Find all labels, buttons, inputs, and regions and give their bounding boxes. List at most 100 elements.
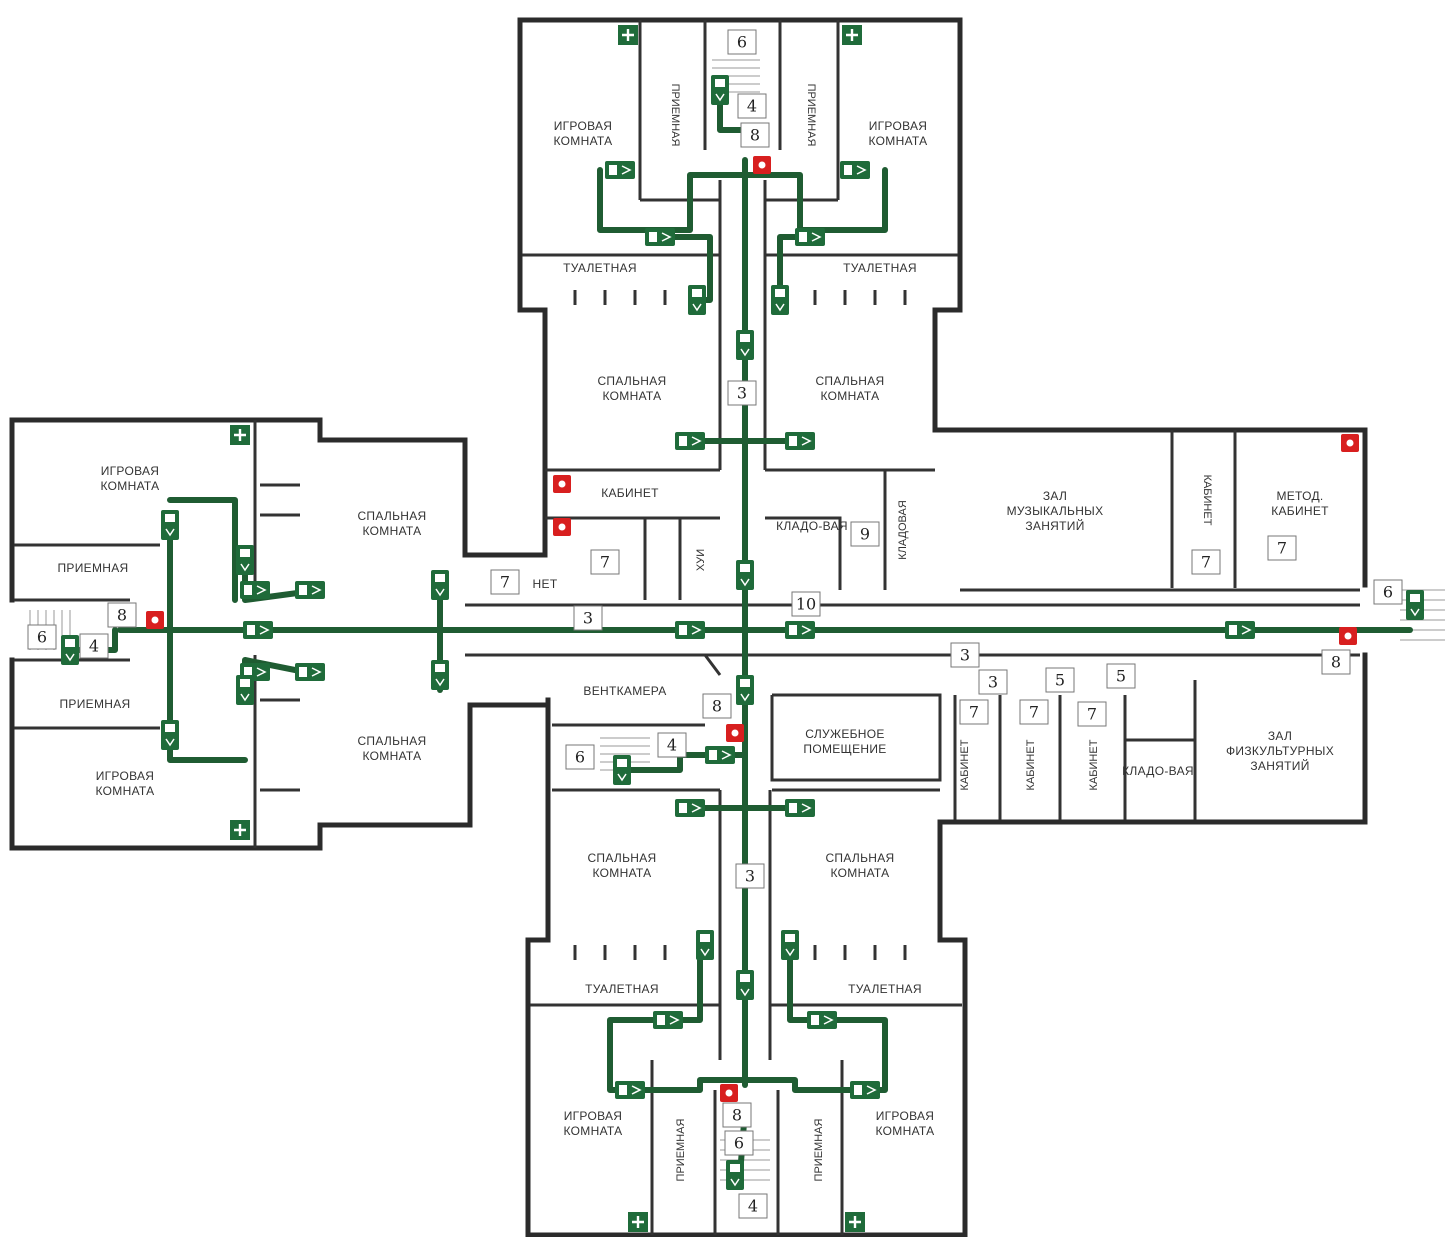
- room-label-toilet-n-right: ТУАЛЕТНАЯ: [843, 261, 917, 275]
- number-marker-value: 10: [796, 595, 816, 614]
- room-label-reception-n-left: ПРИЕМНАЯ: [669, 84, 681, 147]
- number-marker-n-4-bottom: 4: [738, 1193, 768, 1219]
- number-marker-value: 4: [747, 97, 757, 116]
- number-marker-value: 8: [732, 1106, 742, 1125]
- number-marker-value: 7: [1087, 705, 1097, 724]
- number-marker-n-8-west: 8: [107, 602, 137, 628]
- first-aid-cross-icon: [842, 25, 862, 45]
- number-marker-value: 7: [600, 553, 610, 572]
- room-label-office-s1: КАБИНЕТ: [959, 739, 971, 790]
- number-marker-value: 3: [988, 673, 998, 692]
- number-marker-n-10: 10: [791, 591, 821, 617]
- number-marker-value: 8: [750, 126, 760, 145]
- emergency-exit-sign-icon: [236, 545, 254, 575]
- number-marker-value: 6: [737, 33, 747, 52]
- number-marker-n-6-east: 6: [1373, 579, 1403, 605]
- room-label-pantry-center: КЛАДО-ВАЯ: [776, 519, 848, 533]
- room-label-pantry-s: КЛАДО-ВАЯ: [1122, 764, 1194, 778]
- room-label-storage-vertical: КЛАДОВАЯ: [897, 500, 909, 560]
- room-label-reception-s-right: ПРИЕМНАЯ: [813, 1119, 825, 1182]
- emergency-exit-sign-icon: [61, 635, 79, 665]
- emergency-exit-sign-icon: [243, 621, 273, 639]
- fire-extinguisher-sign-icon: [753, 156, 771, 174]
- emergency-exit-sign-icon: [161, 720, 179, 750]
- number-marker-value: 8: [1331, 653, 1341, 672]
- room-label-toilet-s-left: ТУАЛЕТНАЯ: [585, 982, 659, 996]
- number-marker-n-6-vent: 6: [565, 744, 595, 770]
- emergency-exit-sign-icon: [161, 510, 179, 540]
- emergency-exit-sign-icon: [807, 1011, 837, 1029]
- number-marker-value: 6: [37, 628, 47, 647]
- first-aid-cross-icon: [618, 25, 638, 45]
- first-aid-cross-icon: [230, 820, 250, 840]
- number-marker-value: 8: [712, 697, 722, 716]
- emergency-exit-sign-icon: [295, 663, 325, 681]
- number-marker-value: 9: [860, 525, 870, 544]
- safety-signs: [61, 25, 1424, 1232]
- number-marker-value: 6: [1383, 583, 1393, 602]
- number-marker-n-8-vent: 8: [702, 693, 732, 719]
- number-marker-n-7-wc: 7: [490, 569, 520, 595]
- emergency-exit-sign-icon: [785, 432, 815, 450]
- number-marker-n-5-s1: 5: [1045, 667, 1075, 693]
- emergency-exit-sign-icon: [785, 799, 815, 817]
- emergency-exit-sign-icon: [696, 930, 714, 960]
- room-label-office-center: КАБИНЕТ: [601, 486, 659, 500]
- emergency-exit-sign-icon: [850, 1081, 880, 1099]
- emergency-exit-sign-icon: [705, 746, 735, 764]
- emergency-exit-sign-icon: [675, 621, 705, 639]
- number-marker-n-4-vent: 4: [657, 732, 687, 758]
- room-label-ventilation: ВЕНТКАМЕРА: [583, 684, 666, 698]
- room-label-reception-w-top: ПРИЕМНАЯ: [58, 561, 129, 575]
- number-marker-value: 4: [89, 637, 99, 656]
- emergency-exit-sign-icon: [736, 970, 754, 1000]
- emergency-exit-sign-icon: [795, 228, 825, 246]
- number-marker-n-7-east2: 7: [1267, 535, 1297, 561]
- number-marker-n-8-east: 8: [1321, 649, 1351, 675]
- emergency-exit-sign-icon: [295, 581, 325, 599]
- number-marker-value: 4: [748, 1197, 758, 1216]
- emergency-exit-sign-icon: [688, 285, 706, 315]
- emergency-exit-sign-icon: [615, 1081, 645, 1099]
- fire-extinguisher-sign-icon: [726, 724, 744, 742]
- emergency-exit-sign-icon: [236, 675, 254, 705]
- number-marker-n-3-top: 3: [727, 380, 757, 406]
- emergency-exit-sign-icon: [781, 930, 799, 960]
- number-marker-n-4-west: 4: [79, 633, 109, 659]
- emergency-exit-sign-icon: [736, 330, 754, 360]
- number-marker-value: 7: [1029, 703, 1039, 722]
- number-marker-value: 4: [667, 736, 677, 755]
- number-marker-n-8-bottom: 8: [722, 1102, 752, 1128]
- room-label-toilet-s-right: ТУАЛЕТНАЯ: [848, 982, 922, 996]
- emergency-exit-sign-icon: [675, 799, 705, 817]
- emergency-exit-sign-icon: [1225, 621, 1255, 639]
- room-label-method-office: МЕТОД.КАБИНЕТ: [1271, 489, 1329, 518]
- room-label-reception-s-left: ПРИЕМНАЯ: [675, 1119, 687, 1182]
- emergency-exit-sign-icon: [675, 432, 705, 450]
- number-marker-n-9: 9: [850, 521, 880, 547]
- emergency-exit-sign-icon: [431, 660, 449, 690]
- number-marker-n-3-bottom: 3: [735, 863, 765, 889]
- number-marker-value: 3: [960, 646, 970, 665]
- first-aid-cross-icon: [230, 425, 250, 445]
- number-marker-n-3-s2: 3: [978, 669, 1008, 695]
- emergency-exit-sign-icon: [1406, 590, 1424, 620]
- fire-extinguisher-sign-icon: [553, 518, 571, 536]
- interior-walls: [14, 20, 1360, 1235]
- emergency-exit-sign-icon: [645, 228, 675, 246]
- fire-extinguisher-sign-icon: [1341, 434, 1359, 452]
- number-marker-n-3-s1: 3: [950, 642, 980, 668]
- emergency-exit-sign-icon: [711, 75, 729, 105]
- number-marker-value: 5: [1116, 667, 1126, 686]
- emergency-exit-sign-icon: [736, 560, 754, 590]
- number-marker-n-5-s2: 5: [1106, 663, 1136, 689]
- number-marker-n-6-west: 6: [27, 624, 57, 650]
